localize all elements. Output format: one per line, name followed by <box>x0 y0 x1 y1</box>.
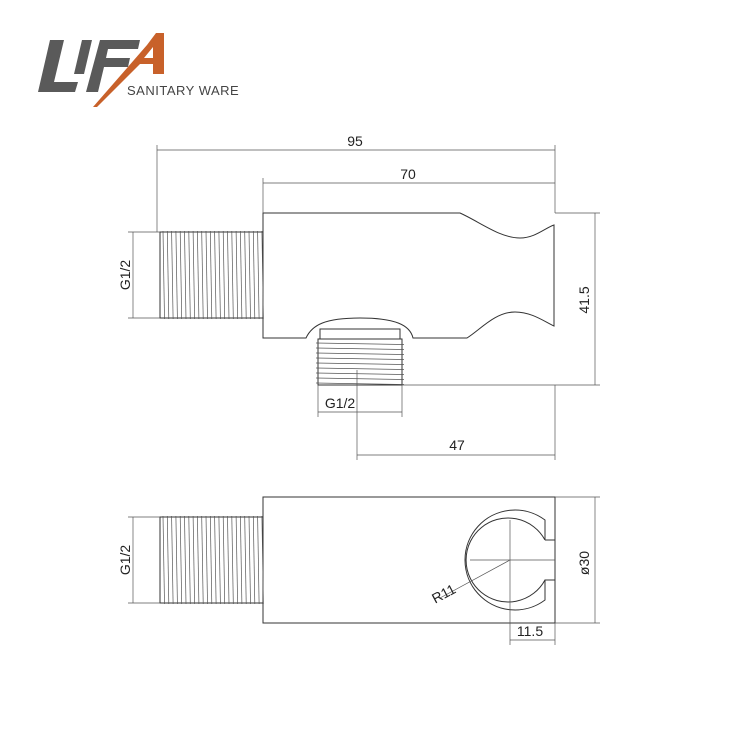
dim-r11: R11 <box>429 581 458 607</box>
thread-hatching <box>315 342 405 385</box>
dim-inlet-thread: G1/2 <box>117 260 133 291</box>
dim-diameter-30: ø30 <box>576 551 592 575</box>
top-view: 95 70 41.5 G1/2 G1/2 47 <box>117 133 600 460</box>
dim-11-5: 11.5 <box>517 623 543 639</box>
dim-70: 70 <box>400 166 416 182</box>
thread-hatching <box>162 230 264 320</box>
logo-tagline: SANITARY WARE <box>127 83 239 98</box>
dim-47: 47 <box>449 437 465 453</box>
lifa-logo: SANITARY WARE <box>38 33 239 107</box>
thread-hatching <box>162 515 264 605</box>
dim-bottom-inlet-thread: G1/2 <box>117 545 133 576</box>
bottom-view: R11 ø30 G1/2 11.5 <box>117 496 600 645</box>
dim-41-5: 41.5 <box>576 286 592 313</box>
dim-95: 95 <box>347 133 363 149</box>
dim-outlet-thread: G1/2 <box>325 395 356 411</box>
